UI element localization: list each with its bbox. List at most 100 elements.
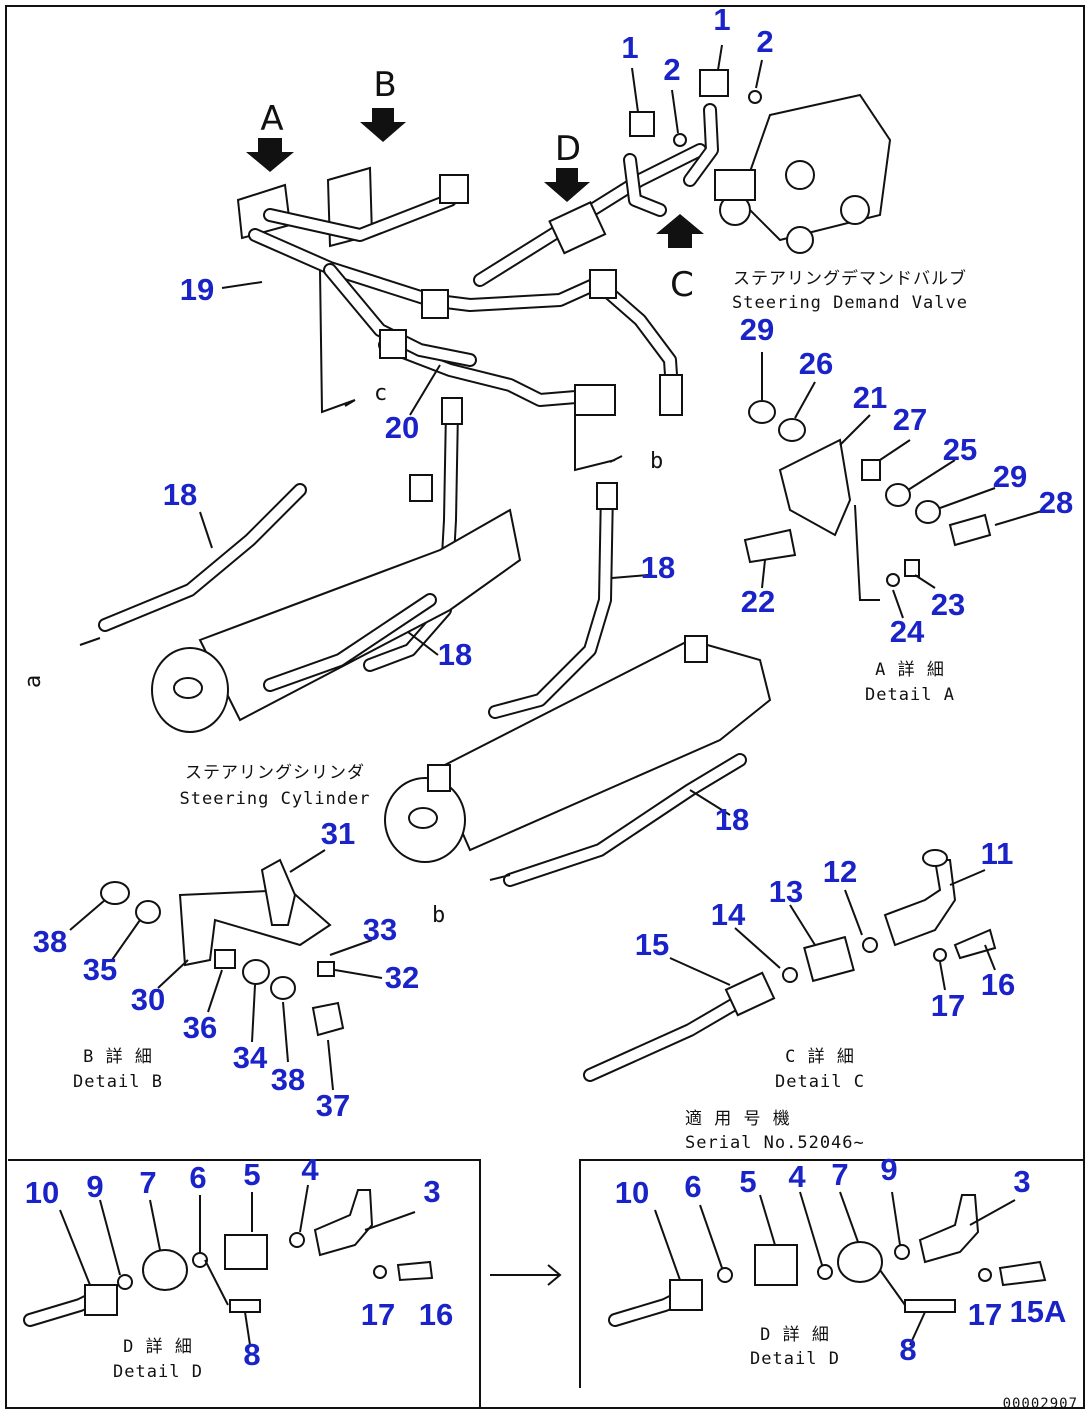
o-ring-6a xyxy=(192,1252,208,1268)
bolt-28 xyxy=(948,513,992,547)
callout-18a: 18 xyxy=(163,477,197,512)
washer-29 xyxy=(748,400,776,424)
nut-32 xyxy=(317,961,335,977)
caption-detail-b-jp: B 詳 細 xyxy=(83,1047,153,1067)
callout-15: 15 xyxy=(635,927,669,962)
callout-29b: 29 xyxy=(993,459,1027,494)
callout-17c: 17 xyxy=(968,1297,1002,1332)
callout-29a: 29 xyxy=(740,312,774,347)
connection-letter-a-left: a xyxy=(21,675,46,688)
detail-d-right-parts xyxy=(608,1194,1047,1327)
change-arrow xyxy=(490,1264,562,1286)
callout-labels: 1 2 1 2 19 20 18 18 18 18 29 26 21 27 25… xyxy=(25,2,1073,1372)
bracket-30 xyxy=(178,888,332,967)
callout-15A: 15A xyxy=(1010,1294,1067,1329)
drawing-border xyxy=(5,5,1085,1409)
callout-34: 34 xyxy=(233,1040,268,1075)
callout-25: 25 xyxy=(943,432,977,467)
callout-10b: 10 xyxy=(615,1175,649,1210)
callout-38b: 38 xyxy=(271,1062,305,1097)
view-arrow-d xyxy=(544,168,590,202)
caption-detail-a-jp: A 詳 細 xyxy=(875,660,945,680)
caption-cylinder-jp: ステアリングシリンダ xyxy=(185,763,365,783)
callout-1a: 1 xyxy=(713,2,730,37)
callout-11: 11 xyxy=(981,836,1014,871)
bolt-8b xyxy=(904,1299,956,1313)
bolt-16b xyxy=(396,1260,434,1282)
leader-lines xyxy=(59,44,1046,1346)
callout-28: 28 xyxy=(1039,485,1073,520)
caption-detail-d-left-jp: D 詳 細 xyxy=(123,1337,193,1357)
connection-letter-b-top: b xyxy=(650,449,663,474)
callout-7b: 7 xyxy=(831,1157,848,1192)
washer-26 xyxy=(778,418,806,442)
washer-17b xyxy=(373,1265,387,1279)
port-right-1 xyxy=(684,635,708,663)
bolt-8a xyxy=(229,1299,261,1313)
bolt-15a xyxy=(998,1260,1047,1287)
callout-9b: 9 xyxy=(880,1152,897,1187)
nut-23 xyxy=(904,559,920,577)
view-arrows xyxy=(246,108,704,248)
bolt-37 xyxy=(311,1001,345,1037)
view-letter-b: B xyxy=(373,65,396,105)
caption-detail-c-jp: C 詳 細 xyxy=(785,1047,855,1067)
view-letter-c: C xyxy=(670,265,694,305)
caption-detail-d-right-en: Detail D xyxy=(750,1349,840,1369)
caption-detail-d-right-jp: D 詳 細 xyxy=(760,1325,830,1345)
hose-end-2 xyxy=(596,482,618,510)
callout-4a: 4 xyxy=(301,1152,319,1187)
hose-10b xyxy=(669,1279,703,1311)
callout-18d: 18 xyxy=(715,802,749,837)
o-ring-9b xyxy=(894,1244,910,1260)
washer-24 xyxy=(886,573,900,587)
block-5b xyxy=(754,1244,798,1286)
callout-16a: 16 xyxy=(981,967,1015,1002)
callout-21: 21 xyxy=(853,380,887,415)
flange-7b xyxy=(837,1241,883,1283)
caption-detail-a-en: Detail A xyxy=(865,685,955,705)
hose-end-1 xyxy=(441,397,463,425)
captions: ステアリングデマンドバルブ Steering Demand Valve ステアリ… xyxy=(73,268,1077,1412)
hose-10a xyxy=(84,1284,118,1316)
pipe-assembly xyxy=(236,69,892,719)
connection-letter-b-bottom: b xyxy=(432,903,445,928)
callout-26: 26 xyxy=(799,346,833,381)
o-ring-9a xyxy=(117,1274,133,1290)
callout-8a: 8 xyxy=(243,1337,260,1372)
detail-d-left-parts xyxy=(23,1189,434,1327)
caption-detail-d-left-en: Detail D xyxy=(113,1362,203,1382)
callout-5b: 5 xyxy=(739,1164,756,1199)
clamp-3 xyxy=(574,384,616,416)
view-arrow-a xyxy=(246,138,294,172)
caption-detail-c-en: Detail C xyxy=(775,1072,865,1092)
clamp-6 xyxy=(439,174,469,204)
callout-16b: 16 xyxy=(419,1297,453,1332)
elbow-3a xyxy=(313,1189,374,1257)
bushing-36 xyxy=(214,949,236,969)
view-letter-d: D xyxy=(555,129,581,169)
clamp-31 xyxy=(260,858,297,926)
o-ring-6b xyxy=(717,1267,733,1283)
o-ring-12 xyxy=(862,937,878,953)
callout-19: 19 xyxy=(180,272,214,307)
washer-38b xyxy=(270,976,296,1000)
callout-10a: 10 xyxy=(25,1175,59,1210)
cylinder-left xyxy=(198,508,522,722)
bolt-16a xyxy=(953,928,997,960)
caption-serial-jp: 適 用 号 機 xyxy=(685,1109,791,1129)
callout-18b: 18 xyxy=(641,550,675,585)
detail-d-box-right xyxy=(579,1159,1084,1388)
callout-20: 20 xyxy=(385,410,419,445)
callout-30: 30 xyxy=(131,982,165,1017)
o-ring-4a xyxy=(289,1232,305,1248)
callout-22: 22 xyxy=(741,584,775,619)
callout-32: 32 xyxy=(385,960,419,995)
elbow-1-upper xyxy=(699,69,729,97)
flange-7a xyxy=(142,1249,188,1291)
callout-27: 27 xyxy=(893,402,927,437)
callout-4b: 4 xyxy=(788,1159,806,1194)
connection-letter-c: c xyxy=(374,381,387,406)
view-letter-a: A xyxy=(260,99,283,139)
